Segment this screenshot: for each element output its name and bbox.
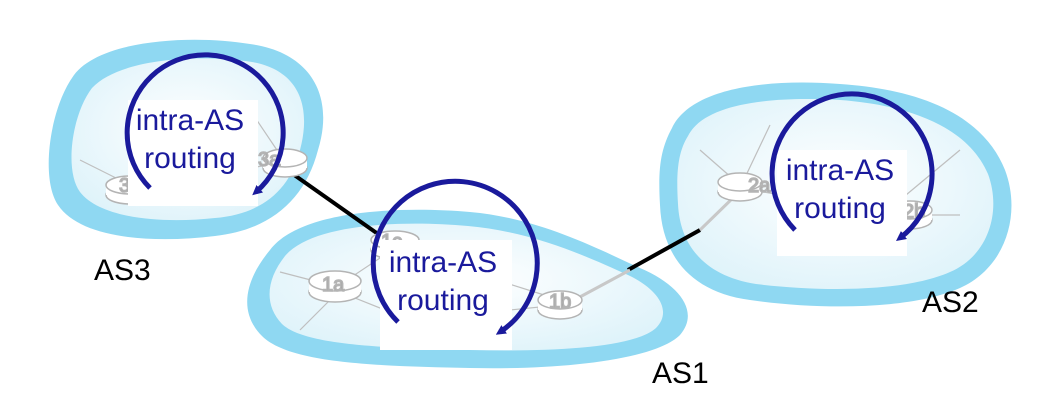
as3-routing-line2: routing <box>144 142 236 175</box>
link-as1-as2-outside <box>627 228 701 272</box>
as2-routing-line2: routing <box>794 192 886 225</box>
as1-routing-arrow <box>370 178 540 335</box>
router-1b-label: 1b <box>549 291 571 313</box>
as1-routing-line2: routing <box>397 284 489 317</box>
as-labels: AS3 AS1 AS2 <box>94 254 979 390</box>
router-2a: 2a <box>717 172 772 202</box>
router-1a: 1a <box>308 270 362 303</box>
router-2a-label: 2a <box>748 175 771 197</box>
routing-labels: intra-AS routing intra-AS routing intra-… <box>136 104 894 317</box>
router-1a-label: 1a <box>322 274 345 296</box>
routing-label-backdrops <box>128 100 907 350</box>
routing-arrows <box>124 52 935 335</box>
router-1b: 1b <box>537 290 583 320</box>
as3-routing-line1: intra-AS <box>136 104 244 137</box>
as2-routing-arrow <box>769 91 935 242</box>
as2-routing-line1: intra-AS <box>786 154 894 187</box>
as2-label: AS2 <box>922 286 979 319</box>
as1-routing-line1: intra-AS <box>389 246 497 279</box>
as1-label: AS1 <box>652 357 709 390</box>
as3-routing-arrow <box>124 52 286 196</box>
as3-label: AS3 <box>94 254 151 287</box>
